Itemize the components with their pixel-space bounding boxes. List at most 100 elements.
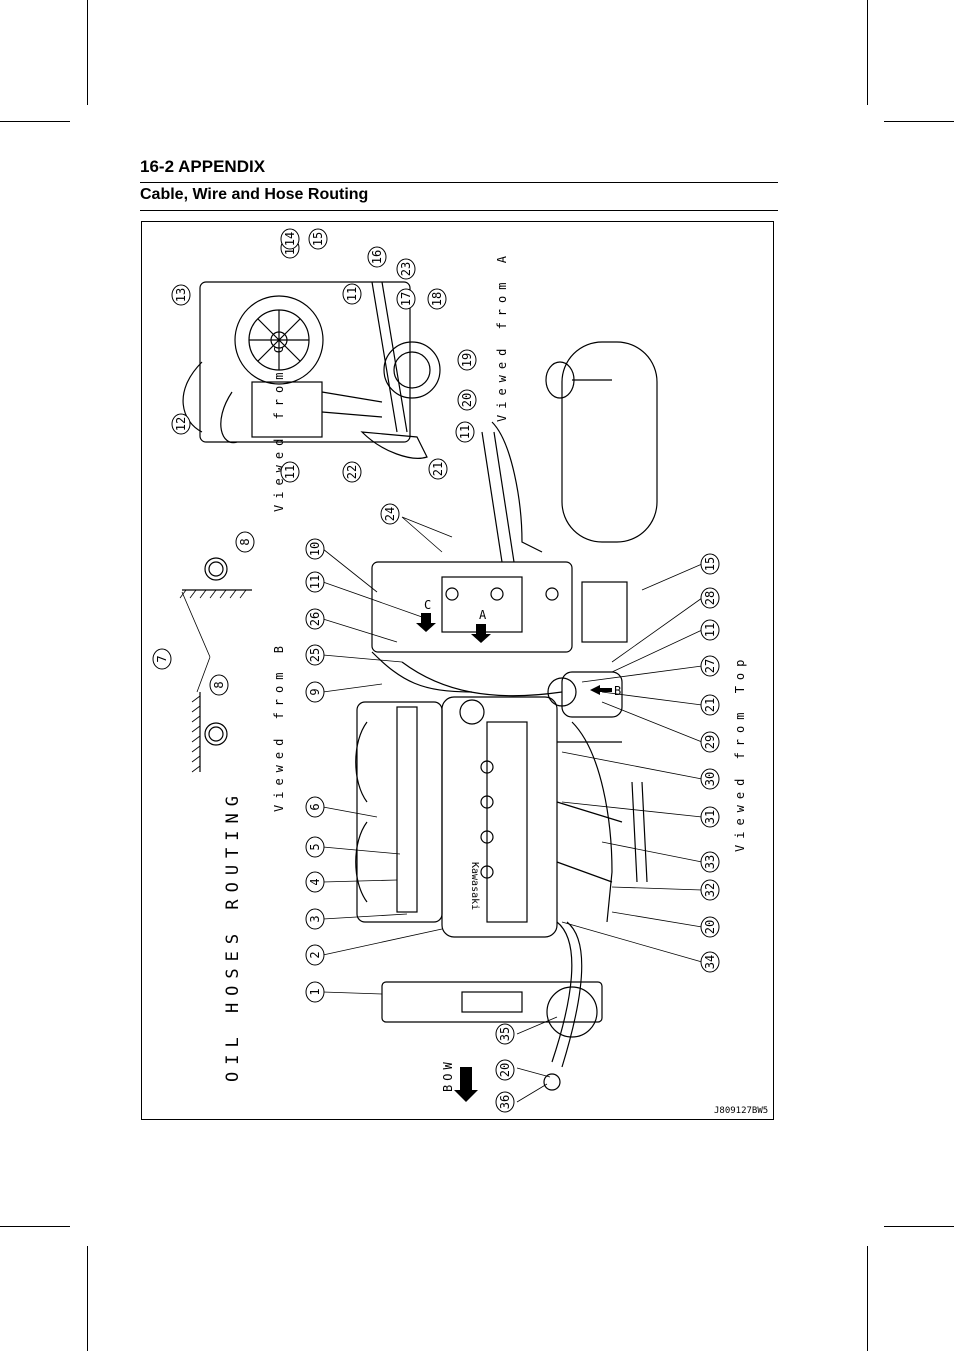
callout-number: 28	[703, 591, 717, 605]
bow-arrow-icon	[454, 1067, 478, 1102]
callout-number: 12	[174, 417, 188, 431]
arrow-a-icon	[471, 624, 491, 643]
callout-26: 26	[305, 608, 325, 630]
callout-11: 11	[280, 461, 300, 483]
callout-group: 1234567889101111111111111213141515161718…	[152, 228, 720, 1113]
callout-15: 15	[308, 228, 328, 250]
callout-number: 19	[460, 353, 474, 367]
callout-3: 3	[305, 908, 325, 930]
callout-number: 25	[308, 648, 322, 662]
callout-34: 34	[700, 951, 720, 973]
callout-number: 26	[308, 612, 322, 626]
crop-mark	[87, 1246, 88, 1351]
callout-number: 35	[498, 1027, 512, 1041]
section-title: Cable, Wire and Hose Routing	[140, 186, 369, 203]
bow-label: BOW	[441, 1058, 455, 1092]
view-label-a: Viewed from A	[495, 250, 509, 422]
figure-title: OIL HOSES ROUTING	[223, 789, 243, 1082]
callout-11: 11	[700, 619, 720, 641]
callout-number: 3	[308, 915, 322, 922]
crop-mark	[867, 1246, 868, 1351]
callout-number: 9	[308, 688, 322, 695]
routing-figure: OIL HOSES ROUTING Viewed from B Viewed f…	[141, 221, 774, 1120]
callout-number: 10	[308, 542, 322, 556]
engine-diagram: OIL HOSES ROUTING Viewed from B Viewed f…	[152, 228, 773, 1116]
page-header: 16-2 APPENDIX	[140, 157, 266, 176]
callout-5: 5	[305, 836, 325, 858]
callout-number: 13	[174, 288, 188, 302]
callout-number: 29	[703, 735, 717, 749]
callout-number: 11	[283, 465, 297, 479]
callout-31: 31	[700, 806, 720, 828]
callout-21: 21	[700, 694, 720, 716]
callout-number: 33	[703, 855, 717, 869]
callout-number: 15	[703, 557, 717, 571]
engine-top-drawing	[355, 561, 648, 1091]
figure-code: J809127BW5 C	[714, 1106, 773, 1116]
callout-14: 14	[280, 228, 300, 250]
view-label-b: Viewed from B	[272, 640, 286, 812]
callout-number: 36	[498, 1095, 512, 1109]
callout-23: 23	[396, 258, 416, 280]
crop-mark	[0, 1226, 70, 1227]
brand-label: Kawasaki	[469, 862, 480, 910]
leader-lines	[181, 516, 703, 1103]
callout-number: 22	[345, 465, 359, 479]
callout-20: 20	[457, 389, 477, 411]
callout-8: 8	[235, 531, 255, 553]
callout-number: 6	[308, 803, 322, 810]
callout-number: 11	[345, 287, 359, 301]
callout-11: 11	[455, 421, 475, 443]
crop-mark	[884, 121, 954, 122]
callout-4: 4	[305, 871, 325, 893]
callout-number: 15	[311, 232, 325, 246]
arrow-c-label: C	[424, 598, 431, 612]
callout-number: 20	[460, 393, 474, 407]
crop-mark	[884, 1226, 954, 1227]
arrow-b-icon	[590, 685, 612, 695]
callout-number: 30	[703, 772, 717, 786]
callout-number: 8	[212, 681, 226, 688]
callout-8: 8	[209, 674, 229, 696]
callout-7: 7	[152, 648, 172, 670]
callout-1: 1	[305, 981, 325, 1003]
crop-mark	[87, 0, 88, 105]
callout-36: 36	[495, 1091, 515, 1113]
callout-12: 12	[171, 413, 191, 435]
clip-drawing	[179, 557, 252, 773]
arrow-b-label: B	[614, 684, 621, 698]
callout-number: 21	[703, 698, 717, 712]
callout-2: 2	[305, 944, 325, 966]
view-label-c: Viewed from C	[272, 340, 286, 512]
arrow-c-icon	[416, 613, 436, 632]
callout-21: 21	[428, 458, 448, 480]
view-a-drawing	[182, 281, 441, 459]
callout-number: 21	[431, 462, 445, 476]
callout-number: 27	[703, 659, 717, 673]
callout-20: 20	[700, 916, 720, 938]
callout-24: 24	[380, 503, 400, 525]
callout-number: 11	[308, 575, 322, 589]
callout-number: 11	[458, 425, 472, 439]
callout-number: 4	[308, 878, 322, 885]
oil-tank-drawing	[481, 341, 658, 563]
callout-28: 28	[700, 587, 720, 609]
callout-number: 1	[308, 988, 322, 995]
callout-number: 20	[498, 1063, 512, 1077]
callout-32: 32	[700, 879, 720, 901]
section-rule	[140, 210, 778, 211]
callout-number: 16	[370, 250, 384, 264]
callout-number: 14	[283, 232, 297, 246]
crop-mark	[0, 121, 70, 122]
view-arrows	[416, 613, 612, 1102]
arrow-a-label: A	[479, 608, 487, 622]
callout-number: 5	[308, 843, 322, 850]
callout-19: 19	[457, 349, 477, 371]
callout-27: 27	[700, 655, 720, 677]
callout-25: 25	[305, 644, 325, 666]
callout-22: 22	[342, 461, 362, 483]
callout-15: 15	[700, 553, 720, 575]
callout-13: 13	[171, 284, 191, 306]
view-label-top: Viewed from Top	[733, 654, 747, 852]
callout-18: 18	[427, 288, 447, 310]
